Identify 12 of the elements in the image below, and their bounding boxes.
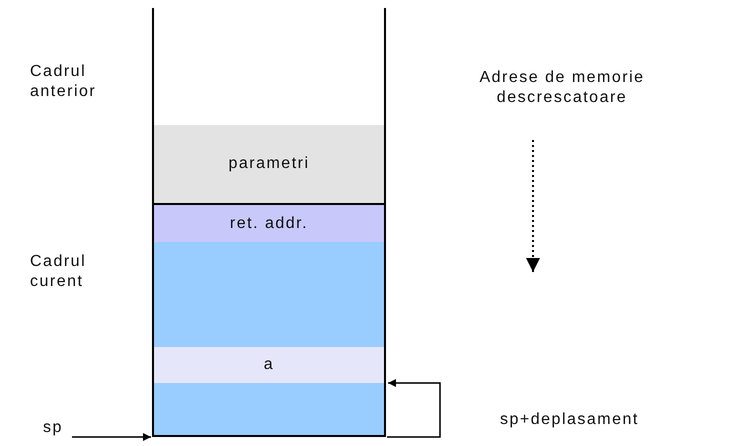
stack-slot: [152, 242, 386, 347]
annotation-text: Cadrul anterior: [30, 62, 98, 102]
stack-slot: ret. addr.: [152, 203, 386, 242]
arrow: [72, 433, 151, 441]
stack-slot: a: [152, 347, 386, 383]
stack-slot: [152, 383, 386, 437]
stack-slot: parametri: [152, 125, 386, 203]
annotation-text: Cadrul curent: [30, 252, 88, 292]
annotation-text: Adrese de memorie descrescatoare: [478, 68, 646, 108]
pointer-label: sp: [38, 418, 68, 438]
arrow: [387, 379, 441, 438]
edge-label: sp+deplasament: [500, 410, 639, 430]
